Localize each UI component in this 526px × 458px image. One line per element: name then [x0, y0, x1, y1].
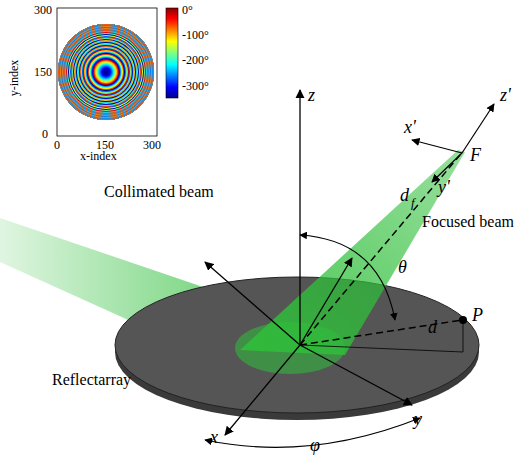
phase-ring: [50, 16, 162, 128]
axis-label: x: [210, 428, 218, 446]
phase-ring: [66, 32, 146, 112]
phase-ring: [51, 17, 161, 127]
phase-ring: [56, 22, 156, 122]
distance-label: d: [428, 318, 437, 336]
axis-label: y: [414, 410, 422, 428]
phase-ring: [89, 55, 123, 89]
phase-ring: [102, 68, 110, 76]
phase-ring: [99, 65, 113, 79]
phase-ring: [80, 46, 132, 98]
distance-label: d: [400, 186, 409, 204]
phase-ring: [45, 11, 167, 133]
tick-label: 0: [42, 128, 48, 140]
axis-label: y-index: [8, 60, 20, 97]
axis-label: y': [438, 178, 450, 196]
colorbar-label: -100°: [182, 29, 209, 41]
phase-ring: [61, 27, 151, 117]
phase-ring: [67, 33, 145, 111]
phase-ring: [70, 36, 142, 108]
colorbar-label: 0°: [182, 4, 193, 16]
phase-ring: [53, 19, 159, 125]
phase-ring: [41, 7, 171, 137]
phase-ring: [62, 28, 150, 116]
colorbar-label: -200°: [182, 54, 209, 66]
phase-ring: [69, 35, 143, 109]
axis-label: x': [404, 118, 416, 136]
phase-ring: [104, 70, 108, 74]
phase-ring: [81, 47, 131, 97]
phase-ring: [54, 20, 158, 124]
phase-ring: [44, 10, 168, 134]
phase-ring: [64, 30, 148, 114]
phase-ring: [77, 43, 135, 101]
axis-label: z': [500, 86, 511, 104]
phase-ring: [84, 50, 128, 94]
phase-ring: [90, 56, 122, 88]
phase-ring: [100, 66, 112, 78]
phase-ring: [76, 42, 136, 102]
phase-ring: [72, 38, 140, 106]
phase-ring: [46, 12, 166, 132]
colorbar-label: -300°: [182, 80, 209, 92]
angle-label: θ: [398, 258, 407, 276]
axis-label: x-index: [80, 150, 117, 162]
phase-ring: [47, 13, 165, 131]
phase-ring: [57, 23, 155, 121]
phase-ring: [103, 69, 109, 75]
phase-ring: [36, 2, 176, 142]
angle-label: φ: [310, 436, 320, 454]
phase-ring: [52, 18, 160, 126]
phase-ring: [65, 31, 147, 113]
phase-ring: [96, 62, 116, 82]
phase-ring: [98, 64, 114, 80]
phase-ring: [85, 51, 127, 93]
phase-ring: [79, 45, 133, 99]
tick-label: 300: [143, 139, 161, 151]
phase-ring: [38, 4, 174, 140]
phase-ring: [82, 48, 130, 96]
tick-label: 150: [96, 139, 114, 151]
phase-ring: [55, 21, 157, 123]
phase-ring: [68, 34, 144, 110]
phase-ring: [95, 61, 117, 83]
distance-subscript: f: [411, 196, 415, 209]
phase-ring: [74, 40, 138, 104]
phase-ring: [42, 8, 170, 136]
phase-ring: [73, 39, 139, 105]
phase-ring: [39, 5, 173, 139]
phase-ring: [48, 14, 164, 130]
phase-ring: [94, 60, 118, 84]
phase-ring: [60, 26, 152, 118]
phase-ring: [83, 49, 129, 95]
phase-ring: [49, 15, 163, 129]
axis-label: z: [308, 86, 315, 104]
beam-label: Focused beam: [422, 214, 514, 230]
tick-label: 0: [54, 139, 60, 151]
phase-ring: [63, 29, 149, 115]
phase-ring: [105, 71, 107, 73]
phase-ring: [59, 25, 153, 119]
point-label: F: [470, 146, 481, 164]
phase-ring: [43, 9, 169, 135]
phase-ring: [88, 54, 124, 90]
part-label: Reflectarray: [52, 372, 131, 388]
tick-label: 300: [34, 4, 52, 16]
phase-ring: [78, 44, 134, 100]
phase-ring: [97, 63, 115, 81]
phase-ring: [92, 58, 120, 86]
tick-label: 150: [34, 66, 52, 78]
phase-ring: [71, 37, 141, 107]
phase-ring: [91, 57, 121, 87]
phase-ring: [58, 24, 154, 120]
phase-ring: [93, 59, 119, 85]
phase-ring: [101, 67, 111, 77]
phase-ring: [40, 6, 172, 138]
phase-ring: [87, 53, 125, 91]
beam-label: Collimated beam: [104, 184, 214, 200]
phase-ring: [37, 3, 175, 141]
phase-ring: [75, 41, 137, 103]
point-label: P: [472, 306, 483, 324]
phase-ring: [86, 52, 126, 92]
